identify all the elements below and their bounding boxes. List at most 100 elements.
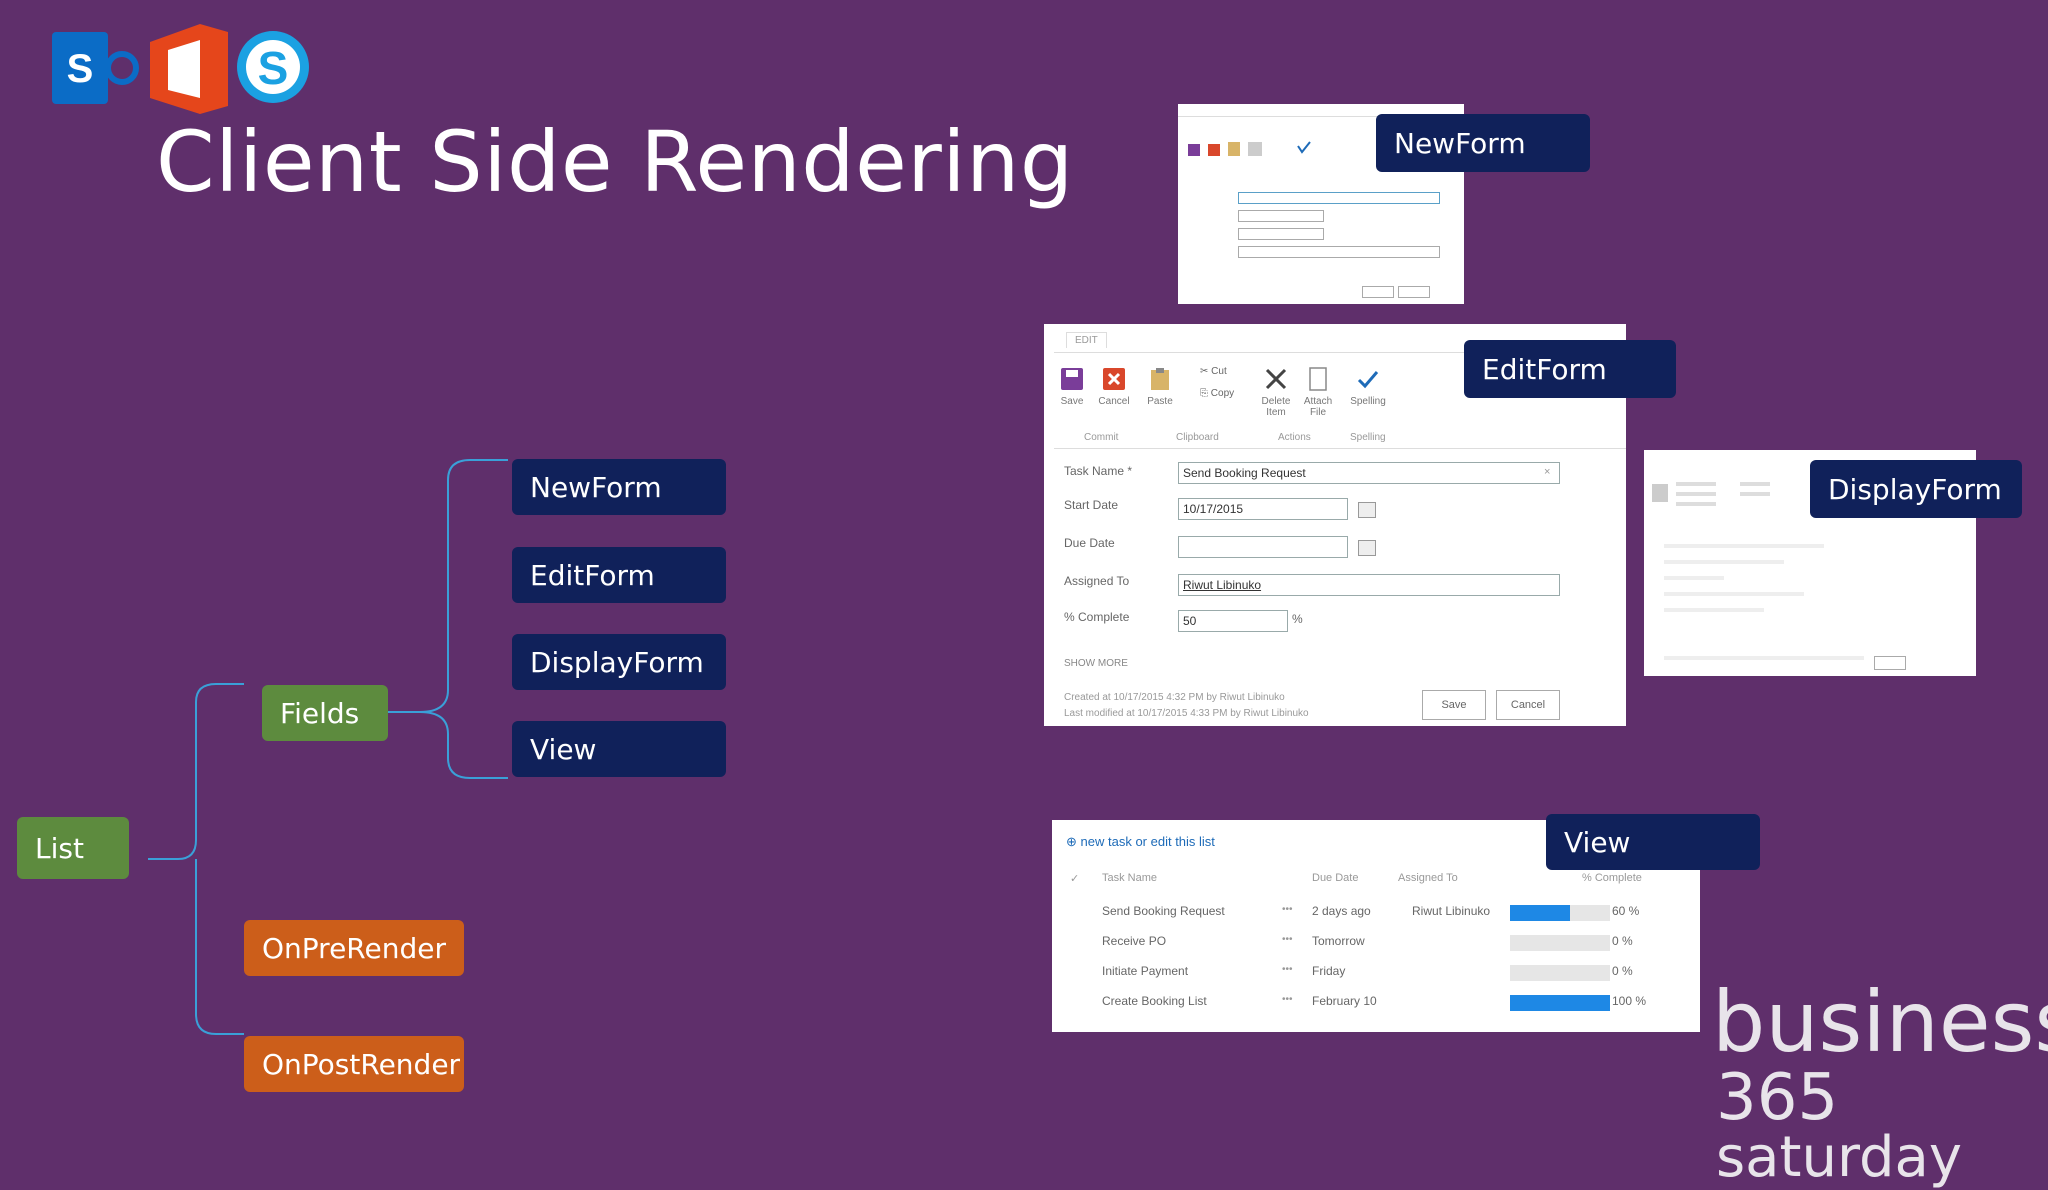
show-more-link[interactable]: SHOW MORE (1064, 658, 1128, 669)
onprerender-node-label: OnPreRender (262, 931, 446, 965)
paste-icon (1147, 366, 1173, 392)
save-ribbon-button[interactable]: Save (1054, 366, 1090, 407)
task-name-cell[interactable]: Initiate Payment (1102, 964, 1189, 978)
copy-label: Copy (1210, 388, 1235, 399)
new-task-link[interactable]: ⊕ new task or edit this list (1066, 834, 1215, 850)
tree-connectors (148, 459, 508, 1035)
displayform-node-label: DisplayForm (530, 645, 704, 679)
percent-complete-cell: 60 % (1612, 904, 1640, 918)
new-task-link-text: new task or edit this list (1080, 834, 1215, 849)
edit-tab[interactable]: EDIT (1066, 332, 1107, 348)
col-due-date[interactable]: Due Date (1312, 872, 1359, 884)
task-name-label: Task Name * (1064, 464, 1133, 478)
calendar-icon[interactable] (1358, 540, 1376, 556)
onpostrender-node-label: OnPostRender (262, 1047, 461, 1081)
displayform-label-text: DisplayForm (1828, 472, 2002, 506)
cut-button[interactable]: ✂ Cut (1200, 366, 1227, 377)
percent-complete-label: % Complete (1064, 610, 1130, 624)
due-date-cell: February 10 (1312, 994, 1377, 1008)
percent-complete-cell: 0 % (1612, 964, 1633, 978)
list-node: List (17, 817, 129, 879)
attach-file-label: Attach File (1303, 396, 1333, 418)
slide-title: Client Side Rendering (156, 113, 1074, 211)
assigned-to-input[interactable]: Riwut Libinuko (1178, 574, 1560, 596)
paste-ribbon-button[interactable]: Paste (1142, 366, 1178, 407)
clear-icon[interactable]: × (1544, 466, 1551, 478)
start-date-input[interactable]: 10/17/2015 (1178, 498, 1348, 520)
newform-screenshot (1178, 104, 1464, 304)
task-name-input[interactable]: Send Booking Request (1178, 462, 1560, 484)
copy-icon: ⎘ (1200, 388, 1208, 399)
scissors-icon: ✂ (1200, 366, 1209, 377)
copy-button[interactable]: ⎘ Copy (1200, 388, 1234, 399)
due-date-cell: Tomorrow (1312, 934, 1365, 948)
due-date-input[interactable] (1178, 536, 1348, 558)
delete-icon (1263, 366, 1289, 392)
save-ribbon-label: Save (1060, 396, 1084, 407)
task-name-cell[interactable]: Create Booking List (1102, 994, 1207, 1008)
actions-group-label: Actions (1278, 432, 1311, 443)
start-date-label: Start Date (1064, 498, 1119, 512)
progress-bar-track (1510, 935, 1610, 951)
editform-node: EditForm (512, 547, 726, 603)
modified-info: Last modified at 10/17/2015 4:33 PM by R… (1064, 708, 1309, 719)
spelling-ribbon-button[interactable]: Spelling (1346, 366, 1390, 407)
save-icon (1059, 366, 1085, 392)
assigned-to-cell: Riwut Libinuko (1412, 904, 1491, 918)
list-node-label: List (35, 831, 84, 865)
delete-item-ribbon-button[interactable]: Delete Item (1254, 366, 1298, 418)
editform-label-text: EditForm (1482, 352, 1607, 386)
attach-file-ribbon-button[interactable]: Attach File (1298, 366, 1338, 418)
fields-node: Fields (262, 685, 388, 741)
progress-bar-fill (1510, 995, 1610, 1011)
editform-label: EditForm (1464, 340, 1676, 398)
progress-bar-fill (1510, 905, 1570, 921)
percent-sign: % (1292, 612, 1303, 626)
spelling-group-label: Spelling (1350, 432, 1386, 443)
view-label-text: View (1564, 825, 1631, 859)
clipboard-group-label: Clipboard (1176, 432, 1219, 443)
cancel-ribbon-button[interactable]: Cancel (1096, 366, 1132, 407)
percent-complete-cell: 0 % (1612, 934, 1633, 948)
col-percent-complete[interactable]: % Complete (1582, 872, 1642, 884)
view-label: View (1546, 814, 1760, 870)
editform-node-label: EditForm (530, 558, 655, 592)
onpostrender-node: OnPostRender (244, 1036, 464, 1092)
office-logo (150, 24, 228, 114)
cancel-icon (1101, 366, 1127, 392)
newform-label: NewForm (1376, 114, 1590, 172)
spelling-icon (1355, 366, 1381, 392)
row-menu-icon[interactable]: ••• (1282, 904, 1293, 915)
task-name-cell[interactable]: Receive PO (1102, 934, 1167, 948)
calendar-icon[interactable] (1358, 502, 1376, 518)
skype-logo: S (232, 24, 314, 110)
cancel-ribbon-label: Cancel (1098, 396, 1130, 407)
spelling-label: Spelling (1350, 396, 1386, 407)
row-menu-icon[interactable]: ••• (1282, 934, 1293, 945)
fields-node-label: Fields (280, 696, 360, 730)
newform-label-text: NewForm (1394, 126, 1526, 160)
save-button[interactable]: Save (1422, 690, 1486, 720)
svg-text:S: S (67, 47, 94, 91)
progress-bar-track (1510, 965, 1610, 981)
commit-group-label: Commit (1084, 432, 1119, 443)
assigned-to-label: Assigned To (1064, 574, 1130, 588)
newform-node: NewForm (512, 459, 726, 515)
newform-ribbon-icons (1188, 141, 1311, 156)
brand-business: business (1712, 973, 2048, 1071)
attach-file-icon (1305, 366, 1331, 392)
percent-complete-input[interactable]: 50 (1178, 610, 1288, 632)
brand-365-saturday: 365 saturday (1716, 1066, 2048, 1186)
task-name-cell[interactable]: Send Booking Request (1102, 904, 1225, 918)
cancel-button[interactable]: Cancel (1496, 690, 1560, 720)
onprerender-node: OnPreRender (244, 920, 464, 976)
row-menu-icon[interactable]: ••• (1282, 994, 1293, 1005)
due-date-cell: Friday (1312, 964, 1346, 978)
col-assigned-to[interactable]: Assigned To (1398, 872, 1458, 884)
newform-node-label: NewForm (530, 470, 662, 504)
due-date-label: Due Date (1064, 536, 1115, 550)
col-task-name[interactable]: Task Name (1102, 872, 1158, 884)
svg-text:S: S (258, 42, 289, 94)
cut-label: Cut (1211, 366, 1227, 377)
row-menu-icon[interactable]: ••• (1282, 964, 1293, 975)
